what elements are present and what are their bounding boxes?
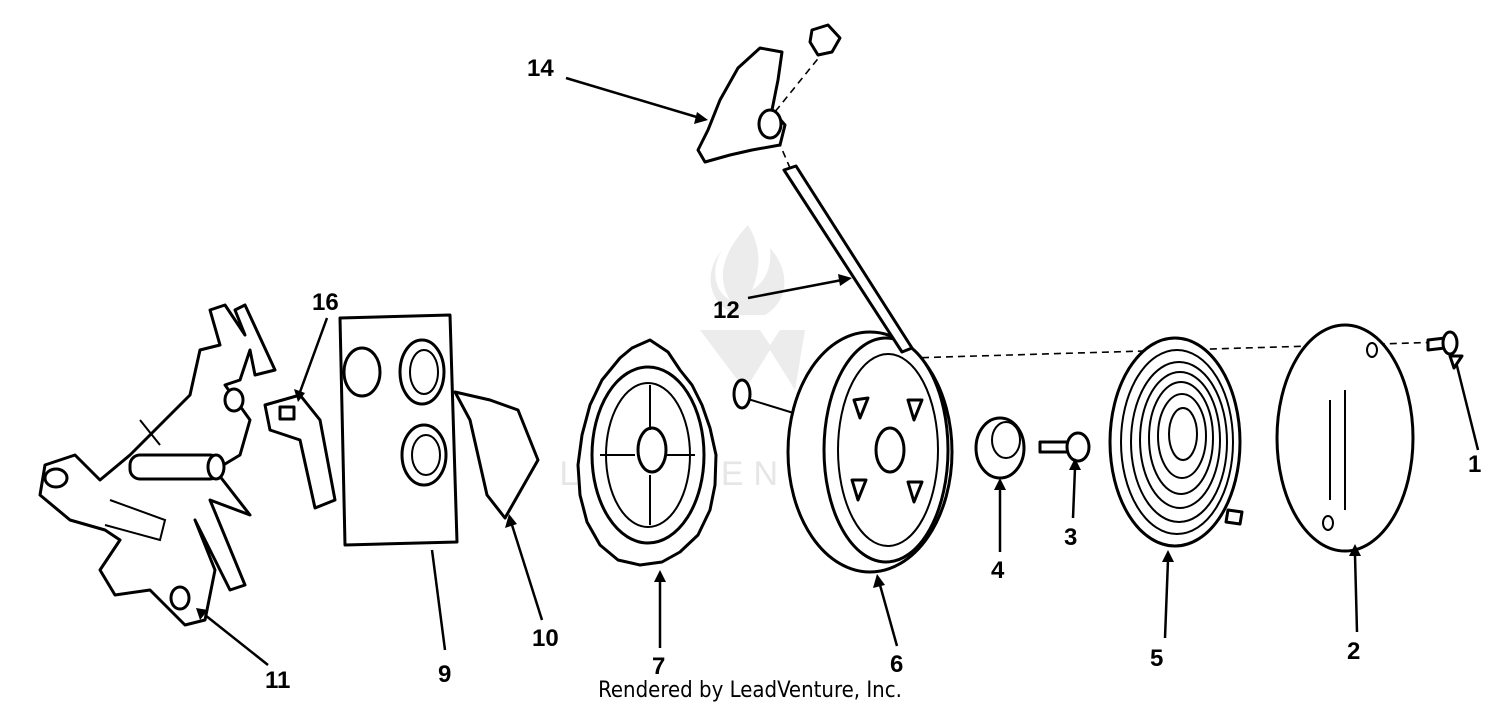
assembly-line-top (769, 49, 826, 119)
spring-part-10 (453, 390, 540, 520)
callout-16: 16 (312, 289, 339, 316)
screw-part-1 (1426, 330, 1459, 356)
leader-lines (196, 76, 1480, 666)
watermark-logo (700, 225, 805, 390)
gasket-part-9 (338, 313, 459, 547)
rope-part-12 (782, 164, 914, 354)
callout-5: 5 (1150, 645, 1163, 672)
callout-10: 10 (532, 625, 559, 652)
bracket-part-11 (38, 303, 277, 627)
callout-1: 1 (1468, 451, 1481, 478)
rope-knot (808, 23, 842, 57)
callout-4: 4 (991, 557, 1005, 584)
callout-14: 14 (527, 55, 554, 82)
rendered-by-credit: Rendered by LeadVenture, Inc. (598, 678, 902, 703)
cam-part-4 (974, 416, 1026, 480)
callout-6: 6 (890, 651, 903, 678)
handle-part-14 (696, 46, 787, 164)
callout-2: 2 (1347, 638, 1360, 665)
callout-3: 3 (1064, 524, 1077, 551)
callout-11: 11 (265, 667, 290, 694)
pulley-part-6 (786, 330, 954, 574)
clip-part-16 (263, 393, 337, 510)
screw-part-3 (1038, 431, 1091, 463)
spring-part-5 (1108, 336, 1244, 548)
bolt-pulley (732, 378, 801, 416)
cover-part-2 (1275, 323, 1415, 553)
callout-12: 12 (713, 297, 740, 324)
gear-part-7 (576, 338, 718, 567)
callout-9: 9 (438, 661, 451, 688)
callout-7: 7 (652, 653, 665, 680)
